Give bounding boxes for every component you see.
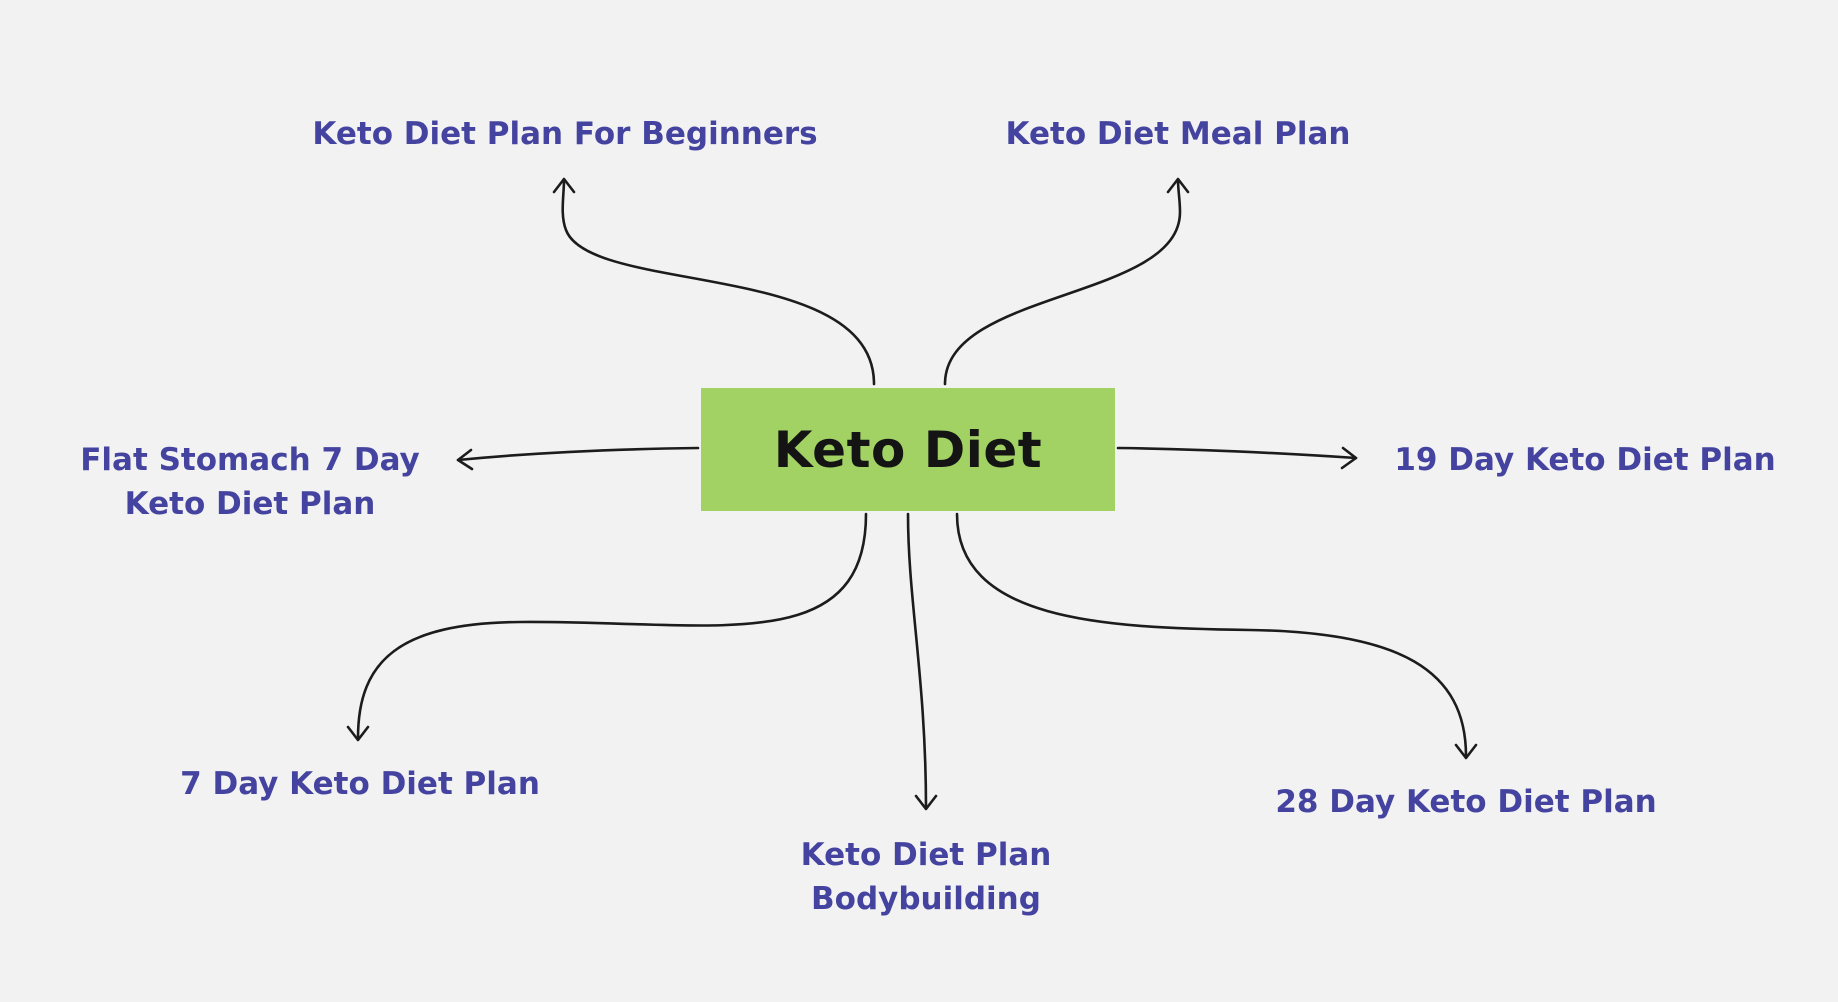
node-right: 19 Day Keto Diet Plan [1390, 438, 1780, 482]
node-top-right-label: Keto Diet Meal Plan [1005, 116, 1351, 152]
node-right-label: 19 Day Keto Diet Plan [1394, 442, 1776, 478]
node-left-line-2: Keto Diet Plan [124, 486, 376, 522]
node-bottom-left: 7 Day Keto Diet Plan [160, 762, 560, 806]
node-bottom-left-label: 7 Day Keto Diet Plan [180, 766, 540, 802]
arrowhead-top-right [1166, 177, 1190, 194]
center-node-label: Keto Diet [773, 420, 1043, 479]
node-bottom-center: Keto Diet Plan Bodybuilding [766, 833, 1086, 921]
arrowhead-right [1340, 446, 1358, 470]
node-bottom-right: 28 Day Keto Diet Plan [1266, 780, 1666, 824]
arrowhead-left [456, 448, 474, 471]
node-left-line-1: Flat Stomach 7 Day [80, 442, 420, 478]
connector-bottom-left [356, 512, 868, 740]
connector-bottom-right [955, 512, 1468, 758]
connector-right [1116, 446, 1358, 460]
connector-top-left [561, 178, 876, 386]
arrowhead-bottom-left [346, 725, 370, 742]
arrowhead-top-left [552, 177, 576, 194]
connector-left [456, 446, 700, 462]
node-left: Flat Stomach 7 Day Keto Diet Plan [60, 438, 440, 526]
center-node: Keto Diet [701, 388, 1115, 511]
connector-top-right [943, 178, 1182, 386]
connector-bottom-center [906, 512, 928, 810]
node-bottom-center-line-1: Keto Diet Plan [800, 837, 1052, 873]
arrowhead-bottom-right [1454, 743, 1478, 760]
node-bottom-right-label: 28 Day Keto Diet Plan [1275, 784, 1657, 820]
node-top-left-label: Keto Diet Plan For Beginners [312, 116, 818, 152]
node-top-right: Keto Diet Meal Plan [978, 112, 1378, 156]
arrowhead-bottom-center [914, 794, 938, 811]
node-bottom-center-line-2: Bodybuilding [811, 881, 1041, 917]
node-top-left: Keto Diet Plan For Beginners [300, 112, 830, 156]
